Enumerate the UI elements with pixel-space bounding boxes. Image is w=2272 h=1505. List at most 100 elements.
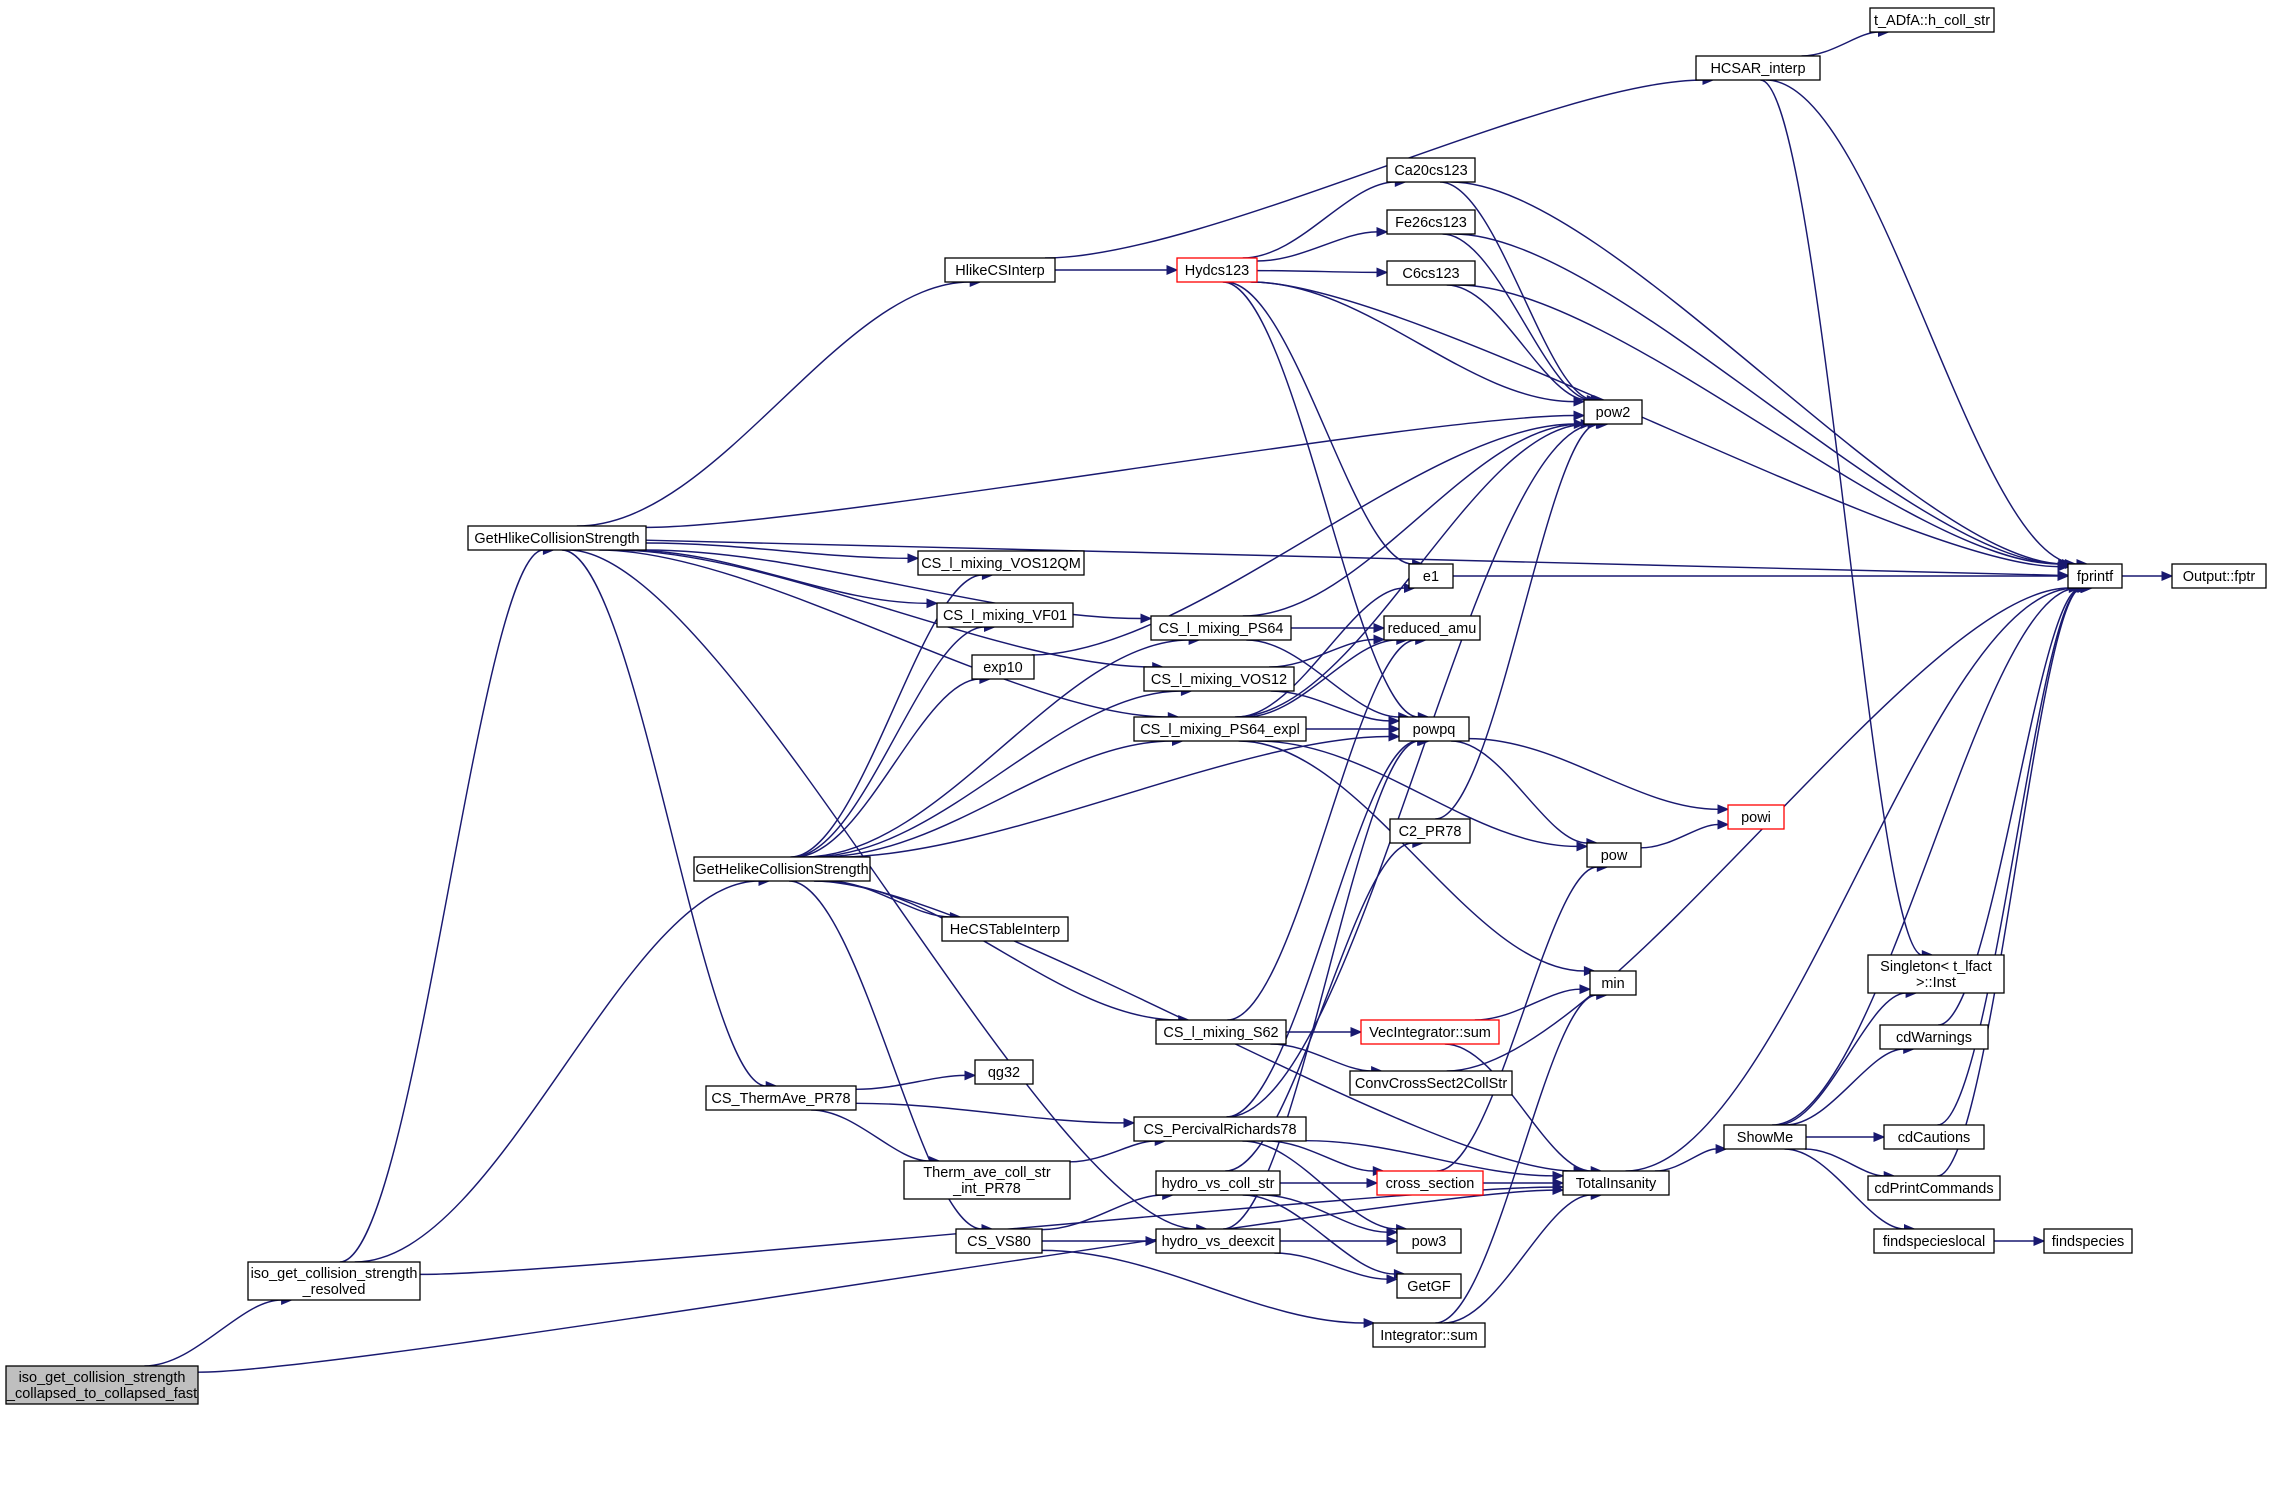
edge-s62-to-vecsum: [1285, 1027, 1363, 1037]
node-fptr[interactable]: Output::fptr: [2171, 563, 2267, 589]
node-powi[interactable]: powi: [1727, 804, 1785, 830]
node-getgf[interactable]: GetGF: [1396, 1273, 1462, 1299]
node-box: [1386, 157, 1476, 183]
edge-e1-to-fprintf: [1453, 571, 2070, 581]
node-label: qg32: [988, 1065, 1020, 1081]
edge-hydcs123-to-fprintf: [1251, 281, 2070, 572]
node-intsum[interactable]: Integrator::sum: [1372, 1322, 1486, 1348]
node-ps64[interactable]: CS_l_mixing_PS64: [1150, 615, 1292, 641]
edge-gethlike-to-ps64expl: [598, 549, 1180, 722]
node-crosssection[interactable]: cross_section: [1376, 1170, 1484, 1196]
node-cdwarnings[interactable]: cdWarnings: [1879, 1024, 1989, 1050]
node-box: [1150, 615, 1292, 641]
node-label: Singleton< t_lfact: [1880, 959, 1992, 975]
edge-root-to-resolved: [144, 1295, 293, 1367]
node-min[interactable]: min: [1589, 970, 1637, 996]
node-hydcs123[interactable]: Hydcs123: [1176, 257, 1258, 283]
node-cstherm[interactable]: CS_ThermAve_PR78: [705, 1085, 857, 1111]
node-pow[interactable]: pow: [1586, 842, 1642, 868]
node-ps64expl[interactable]: CS_l_mixing_PS64_expl: [1133, 716, 1307, 742]
node-cdprint[interactable]: cdPrintCommands: [1867, 1175, 2001, 1201]
node-vos12qm[interactable]: CS_l_mixing_VOS12QM: [917, 550, 1085, 576]
node-reducedamu[interactable]: reduced_amu: [1383, 615, 1481, 641]
edge-percival-to-total: [1305, 1139, 1565, 1181]
node-label: pow3: [1412, 1234, 1447, 1250]
node-box: [1723, 1124, 1807, 1150]
node-label: CS_l_mixing_S62: [1163, 1025, 1278, 1041]
node-label: t_ADfA::h_coll_str: [1874, 13, 1990, 29]
node-fprintf[interactable]: fprintf: [2067, 563, 2123, 589]
node-thermave[interactable]: Therm_ave_coll_str_int_PR78: [903, 1160, 1071, 1200]
edge-hydrocoll-to-pow3: [1261, 1194, 1399, 1238]
node-label: HeCSTableInterp: [950, 922, 1060, 938]
node-hlikecsinterp[interactable]: HlikeCSInterp: [944, 257, 1056, 283]
node-cdcautions[interactable]: cdCautions: [1883, 1124, 1985, 1150]
node-gethlike[interactable]: GetHlikeCollisionStrength: [467, 525, 647, 551]
edge-gethlike-to-vf01: [626, 549, 939, 609]
node-box: [1883, 1124, 1985, 1150]
edge-csvs80-to-intsum: [1041, 1249, 1376, 1328]
node-vos12[interactable]: CS_l_mixing_VOS12: [1143, 666, 1295, 692]
node-s62[interactable]: CS_l_mixing_S62: [1155, 1019, 1287, 1045]
node-pow3[interactable]: pow3: [1396, 1228, 1462, 1254]
node-e1[interactable]: e1: [1408, 563, 1454, 589]
node-box: [944, 257, 1056, 283]
edge-c6-to-fprintf: [1457, 284, 2070, 569]
edge-fprintf-to-fptr: [2122, 571, 2174, 581]
node-fe26[interactable]: Fe26cs123: [1386, 209, 1476, 235]
node-findlocal[interactable]: findspecieslocal: [1873, 1228, 1995, 1254]
node-label: TotalInsanity: [1576, 1176, 1657, 1192]
node-showme[interactable]: ShowMe: [1723, 1124, 1807, 1150]
edge-hydrocoll-to-crosssection: [1280, 1178, 1379, 1188]
node-box: [693, 856, 871, 882]
edge-ps64-to-reducedamu: [1291, 623, 1386, 633]
edge-gethlike-to-cstherm: [561, 549, 778, 1091]
node-ca20[interactable]: Ca20cs123: [1386, 157, 1476, 183]
node-hydrodeexcit[interactable]: hydro_vs_deexcit: [1155, 1228, 1281, 1254]
node-c6[interactable]: C6cs123: [1386, 260, 1476, 286]
node-label: findspecies: [2052, 1234, 2125, 1250]
node-exp10[interactable]: exp10: [971, 654, 1035, 680]
edge-hcsar-to-fprintf: [1765, 79, 2089, 569]
node-resolved[interactable]: iso_get_collision_strength_resolved: [247, 1261, 421, 1301]
node-total[interactable]: TotalInsanity: [1562, 1170, 1670, 1196]
edge-hydrodeexcit-to-getgf: [1274, 1252, 1399, 1285]
node-label: CS_l_mixing_VOS12QM: [921, 556, 1081, 572]
node-label: pow2: [1596, 405, 1631, 421]
edge-vecsum-to-min: [1474, 984, 1592, 1021]
node-hecstable[interactable]: HeCSTableInterp: [941, 916, 1069, 942]
node-label: e1: [1423, 569, 1439, 585]
node-pow2[interactable]: pow2: [1583, 399, 1643, 425]
edge-hydcs123-to-c6: [1256, 267, 1389, 278]
node-hcsar[interactable]: HCSAR_interp: [1695, 55, 1821, 81]
node-box: [1586, 842, 1642, 868]
node-c2pr78[interactable]: C2_PR78: [1389, 818, 1471, 844]
node-box: [1155, 1170, 1281, 1196]
edge-cstherm-to-qg32: [855, 1070, 977, 1091]
node-vf01[interactable]: CS_l_mixing_VF01: [936, 602, 1074, 628]
node-convcross[interactable]: ConvCrossSect2CollStr: [1349, 1070, 1513, 1096]
node-vecsum[interactable]: VecIntegrator::sum: [1360, 1019, 1500, 1045]
node-csvs80[interactable]: CS_VS80: [955, 1228, 1043, 1254]
node-root[interactable]: iso_get_collision_strength_collapsed_to_…: [5, 1365, 199, 1405]
node-box: [1349, 1070, 1513, 1096]
node-label: Therm_ave_coll_str: [923, 1165, 1050, 1181]
node-tadfa[interactable]: t_ADfA::h_coll_str: [1869, 7, 1995, 33]
node-powpq[interactable]: powpq: [1398, 716, 1470, 742]
node-qg32[interactable]: qg32: [974, 1059, 1034, 1085]
node-box: [1396, 1273, 1462, 1299]
node-box: [1867, 1175, 2001, 1201]
node-hydrocoll[interactable]: hydro_vs_coll_str: [1155, 1170, 1281, 1196]
node-gethelike[interactable]: GetHelikeCollisionStrength: [693, 856, 871, 882]
edge-total-to-showme: [1654, 1144, 1728, 1172]
node-box: [1372, 1322, 1486, 1348]
node-box: [1376, 1170, 1484, 1196]
edge-pow-to-powi: [1640, 819, 1730, 849]
function-nodes: iso_get_collision_strength_collapsed_to_…: [5, 7, 2267, 1405]
node-singleton[interactable]: Singleton< t_lfact>::Inst: [1867, 954, 2005, 994]
edge-hlikecsinterp-to-hydcs123: [1055, 265, 1179, 275]
node-percival[interactable]: CS_PercivalRichards78: [1133, 1116, 1307, 1142]
node-label: _collapsed_to_collapsed_fast: [6, 1386, 197, 1402]
node-findspecies[interactable]: findspecies: [2043, 1228, 2133, 1254]
node-label: Fe26cs123: [1395, 215, 1467, 231]
